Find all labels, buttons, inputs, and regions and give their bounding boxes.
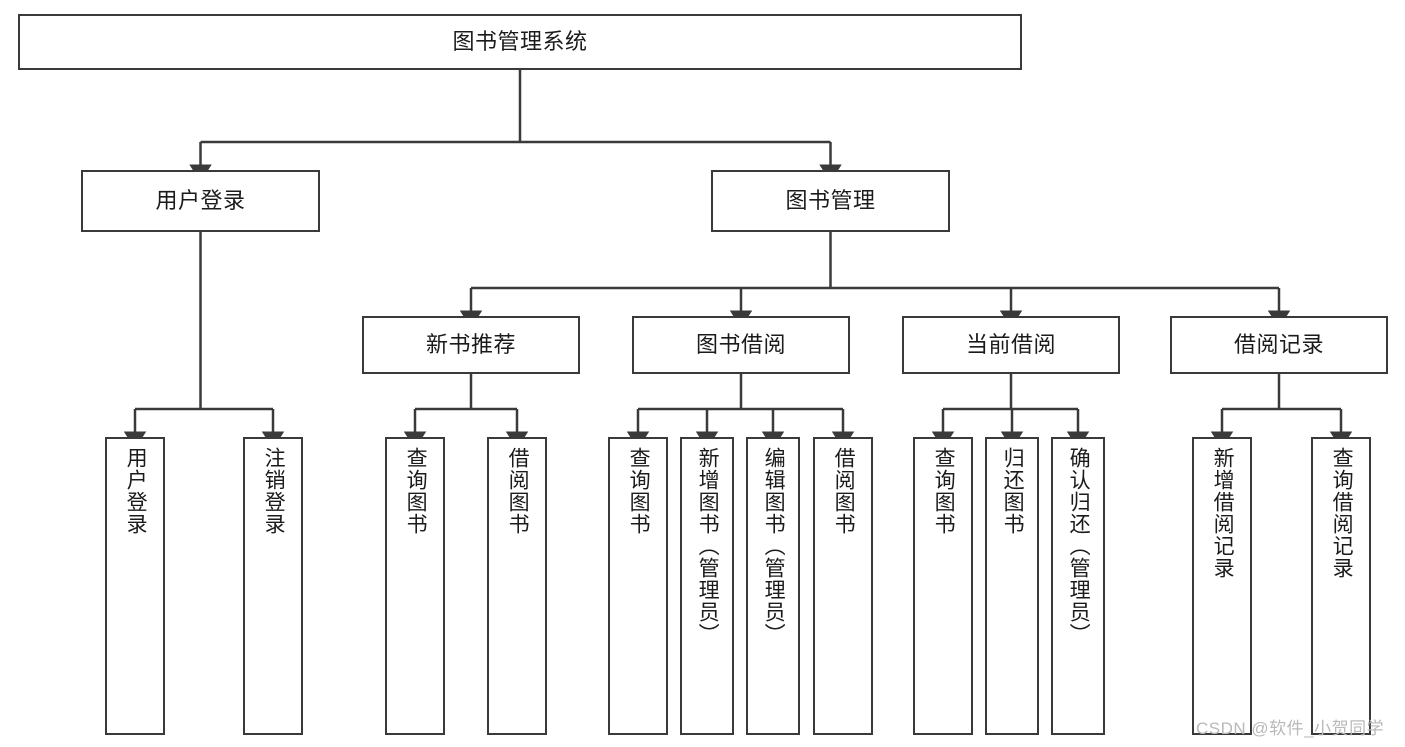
node-label: 用户登录 bbox=[155, 187, 246, 213]
node-borrow[interactable]: 图书借阅 bbox=[632, 316, 850, 374]
node-label: 新书推荐 bbox=[425, 331, 516, 357]
node-label: 图书管理系统 bbox=[452, 28, 588, 54]
node-l-qrec[interactable]: 查询借阅记录 bbox=[1311, 437, 1371, 735]
node-label: 查询图书 bbox=[404, 447, 428, 535]
node-label: 确认归还（管理员） bbox=[1067, 447, 1091, 645]
edge-paths bbox=[123, 70, 1353, 449]
node-l-return[interactable]: 归还图书 bbox=[985, 437, 1039, 735]
node-l-bbook1[interactable]: 借阅图书 bbox=[487, 437, 547, 735]
node-label: 查询图书 bbox=[932, 447, 956, 535]
node-label: 注销登录 bbox=[262, 447, 286, 535]
node-login[interactable]: 用户登录 bbox=[81, 170, 320, 232]
node-label: 新增借阅记录 bbox=[1211, 447, 1235, 579]
node-label: 归还图书 bbox=[1001, 447, 1025, 535]
node-records[interactable]: 借阅记录 bbox=[1170, 316, 1388, 374]
node-label: 新增图书（管理员） bbox=[696, 447, 720, 645]
node-label: 当前借阅 bbox=[965, 331, 1056, 357]
node-l-qbook1[interactable]: 查询图书 bbox=[385, 437, 445, 735]
node-l-confirm[interactable]: 确认归还（管理员） bbox=[1051, 437, 1105, 735]
node-l-logout[interactable]: 注销登录 bbox=[243, 437, 303, 735]
node-l-addbook[interactable]: 新增图书（管理员） bbox=[680, 437, 734, 735]
node-label: 图书借阅 bbox=[695, 331, 786, 357]
node-l-qbook3[interactable]: 查询图书 bbox=[913, 437, 973, 735]
node-label: 借阅记录 bbox=[1233, 331, 1324, 357]
node-label: 借阅图书 bbox=[832, 447, 856, 535]
node-l-userlogin[interactable]: 用户登录 bbox=[105, 437, 165, 735]
node-label: 编辑图书（管理员） bbox=[762, 447, 786, 645]
node-label: 查询图书 bbox=[627, 447, 651, 535]
node-bookmgmt[interactable]: 图书管理 bbox=[711, 170, 950, 232]
node-label: 查询借阅记录 bbox=[1330, 447, 1354, 579]
node-l-editbook[interactable]: 编辑图书（管理员） bbox=[746, 437, 800, 735]
node-l-qbook2[interactable]: 查询图书 bbox=[608, 437, 668, 735]
node-current[interactable]: 当前借阅 bbox=[902, 316, 1120, 374]
node-l-bbook2[interactable]: 借阅图书 bbox=[813, 437, 873, 735]
node-root[interactable]: 图书管理系统 bbox=[18, 14, 1022, 70]
node-label: 图书管理 bbox=[785, 187, 876, 213]
node-label: 用户登录 bbox=[124, 447, 148, 535]
node-l-addrec[interactable]: 新增借阅记录 bbox=[1192, 437, 1252, 735]
node-label: 借阅图书 bbox=[506, 447, 530, 535]
node-newrec[interactable]: 新书推荐 bbox=[362, 316, 580, 374]
